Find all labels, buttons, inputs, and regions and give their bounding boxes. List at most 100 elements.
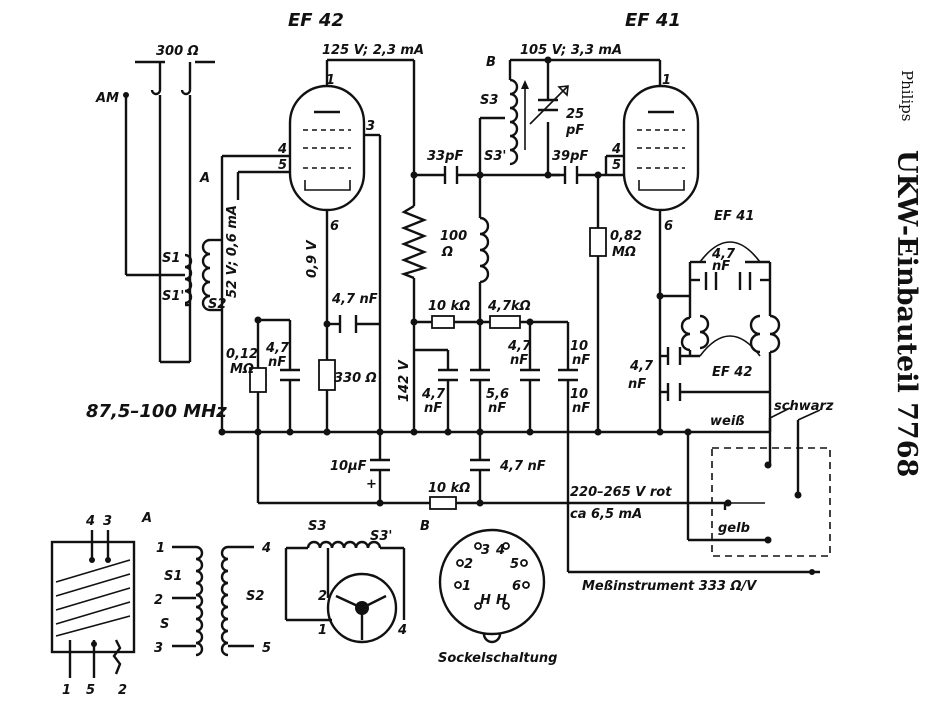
title-label: UKW-Einbauteil 7768	[891, 150, 922, 478]
label-nfc: nF	[572, 353, 590, 368]
label-s2: S2	[208, 297, 226, 312]
label-plus: +	[366, 477, 377, 492]
label-supply-i: ca 6,5 mA	[570, 507, 642, 522]
label-52v: 52 V; 0,6 mA	[225, 205, 240, 298]
label-47a: 4,7	[265, 341, 290, 356]
label-sock-h2: H	[496, 593, 507, 608]
label-am: AM	[95, 91, 119, 106]
label-10uf: 10μF	[330, 459, 367, 474]
label-pin3-l: 3	[366, 119, 375, 134]
capacitors	[280, 85, 752, 472]
coil-former-detail	[50, 530, 136, 678]
label-meter: Meßinstrument 333 Ω/V	[582, 579, 757, 594]
label-sock-1: 1	[462, 579, 471, 594]
label-33pf: 33pF	[427, 149, 463, 164]
tube-label-ef42: EF 42	[288, 10, 344, 31]
label-sock-6: 6	[512, 579, 521, 594]
label-freq: 87,5–100 MHz	[86, 401, 227, 422]
label-coil-s2: S2	[246, 589, 264, 604]
label-47d: 4,7	[711, 247, 736, 262]
label-b: B	[486, 55, 496, 70]
label-coil-3: 3	[154, 641, 163, 656]
label-125v: 125 V; 2,3 mA	[322, 43, 424, 58]
label-coil-5: 5	[262, 641, 271, 656]
label-det-1: 1	[62, 683, 71, 698]
label-supply-v: 220–265 V rot	[570, 485, 672, 500]
side-title: Philips UKW-Einbauteil 7768	[880, 60, 936, 540]
label-schwarz: schwarz	[774, 399, 834, 414]
label-nfg: nF	[712, 259, 730, 274]
label-coil-4: 4	[261, 541, 271, 556]
label-nfa: nF	[268, 355, 286, 370]
label-pin5-l: 5	[278, 158, 287, 173]
label-ef42-small: EF 42	[712, 365, 752, 380]
label-sock-2: 2	[464, 557, 473, 572]
label-mohm2: MΩ	[612, 245, 636, 260]
labels: EF 42 EF 41 300 Ω AM A S1 S1' S2 52 V; 0…	[62, 10, 834, 698]
label-105v: 105 V; 3,3 mA	[520, 43, 622, 58]
label-142v: 142 V	[397, 359, 412, 402]
label-pf: pF	[565, 123, 584, 138]
label-s1: S1	[162, 251, 180, 266]
label-39pf: 39pF	[552, 149, 588, 164]
label-56: 5,6	[486, 387, 509, 402]
label-det-3: 3	[103, 514, 112, 529]
label-mohm: MΩ	[230, 362, 254, 377]
resistors	[249, 204, 607, 510]
label-sock-3: 3	[481, 543, 490, 558]
label-10b: 10	[570, 387, 588, 402]
label-47f: 4,7 nF	[499, 459, 546, 474]
label-detail-a: A	[141, 511, 152, 526]
label-pin4-r: 4	[611, 142, 621, 157]
label-47c: 4,7	[421, 387, 446, 402]
switch-detail	[284, 540, 406, 644]
label-sw-2: 2	[318, 589, 327, 604]
label-sw-s3: S3	[308, 519, 326, 534]
label-s3: S3	[480, 93, 498, 108]
label-coil-2: 2	[154, 593, 163, 608]
label-sw-b: B	[420, 519, 430, 534]
meter-box	[711, 447, 831, 557]
label-sock-h1: H	[480, 593, 491, 608]
tube-ef41	[622, 84, 700, 212]
label-s3p: S3'	[484, 149, 506, 164]
label-det-5: 5	[86, 683, 95, 698]
label-nff: nF	[572, 401, 590, 416]
label-47b: 4,7	[507, 339, 532, 354]
label-nfe: nF	[488, 401, 506, 416]
label-330: 330 Ω	[334, 371, 377, 386]
label-47nf: 4,7 nF	[331, 292, 378, 307]
label-nfd: nF	[424, 401, 442, 416]
wiring	[124, 58, 820, 574]
coil-pair-detail	[172, 545, 254, 657]
label-ef41-small: EF 41	[714, 209, 754, 224]
label-sockel: Sockelschaltung	[438, 651, 557, 666]
label-sw-s3p: S3'	[370, 529, 392, 544]
label-10a: 10	[570, 339, 588, 354]
label-082: 0,82	[610, 229, 642, 244]
label-pin4-l: 4	[277, 142, 287, 157]
label-weiss: weiß	[710, 414, 745, 429]
tube-socket-diagram	[438, 528, 546, 644]
label-10k-b: 10 kΩ	[428, 481, 470, 496]
label-09v: 0,9 V	[305, 239, 320, 278]
label-012: 0,12	[226, 347, 258, 362]
label-ohm: Ω	[441, 245, 453, 260]
label-det-2: 2	[118, 683, 127, 698]
label-47k: 4,7kΩ	[487, 299, 531, 314]
label-coil-1: 1	[156, 541, 165, 556]
label-sock-5: 5	[510, 557, 519, 572]
label-det-4: 4	[85, 514, 95, 529]
label-sw-1: 1	[318, 623, 327, 638]
label-sock-4: 4	[495, 543, 505, 558]
label-gelb: gelb	[718, 521, 750, 536]
label-47e: 4,7	[629, 359, 654, 374]
tube-ef42	[288, 84, 366, 212]
label-coil-a: A	[199, 171, 210, 186]
brand-label: Philips	[898, 70, 916, 122]
label-pin6-l: 6	[330, 219, 339, 234]
coils	[184, 78, 781, 357]
label-pin5-r: 5	[612, 158, 621, 173]
tube-label-ef41: EF 41	[625, 10, 681, 31]
